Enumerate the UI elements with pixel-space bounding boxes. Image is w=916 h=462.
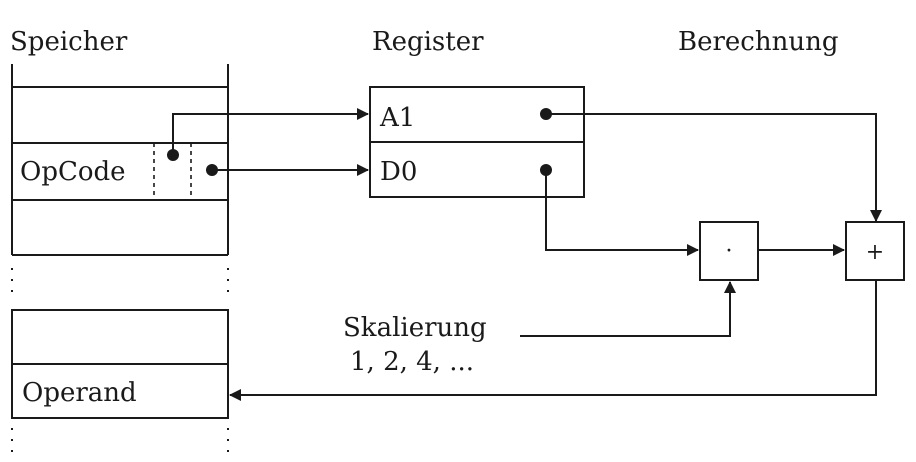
arrow-scaling-to-multiplier <box>520 281 736 337</box>
scaling-values: 1, 2, 4, ... <box>350 347 474 377</box>
arrow-a1-to-adder <box>546 113 882 222</box>
register-block <box>369 86 585 198</box>
heading-speicher: Speicher <box>10 27 128 57</box>
heading-register: Register <box>372 27 484 57</box>
arrow-d0-to-multiplier <box>545 170 699 256</box>
arrow-opcode-to-a1 <box>172 108 369 155</box>
scaling-label: Skalierung <box>343 313 487 343</box>
memory-block-bottom <box>11 309 229 419</box>
heading-berechnung: Berechnung <box>678 27 839 57</box>
multiply-operator: · <box>726 239 733 264</box>
register-d0-label: D0 <box>380 157 417 187</box>
add-operator: + <box>866 240 884 265</box>
adder-box <box>845 221 905 281</box>
memory-opcode-label: OpCode <box>20 157 126 187</box>
memory-operand-label: Operand <box>22 378 137 408</box>
arrow-adder-to-operand <box>229 280 877 401</box>
memory-block-top <box>11 64 229 256</box>
register-a1-label: A1 <box>379 103 415 133</box>
multiplier-box <box>699 221 759 281</box>
